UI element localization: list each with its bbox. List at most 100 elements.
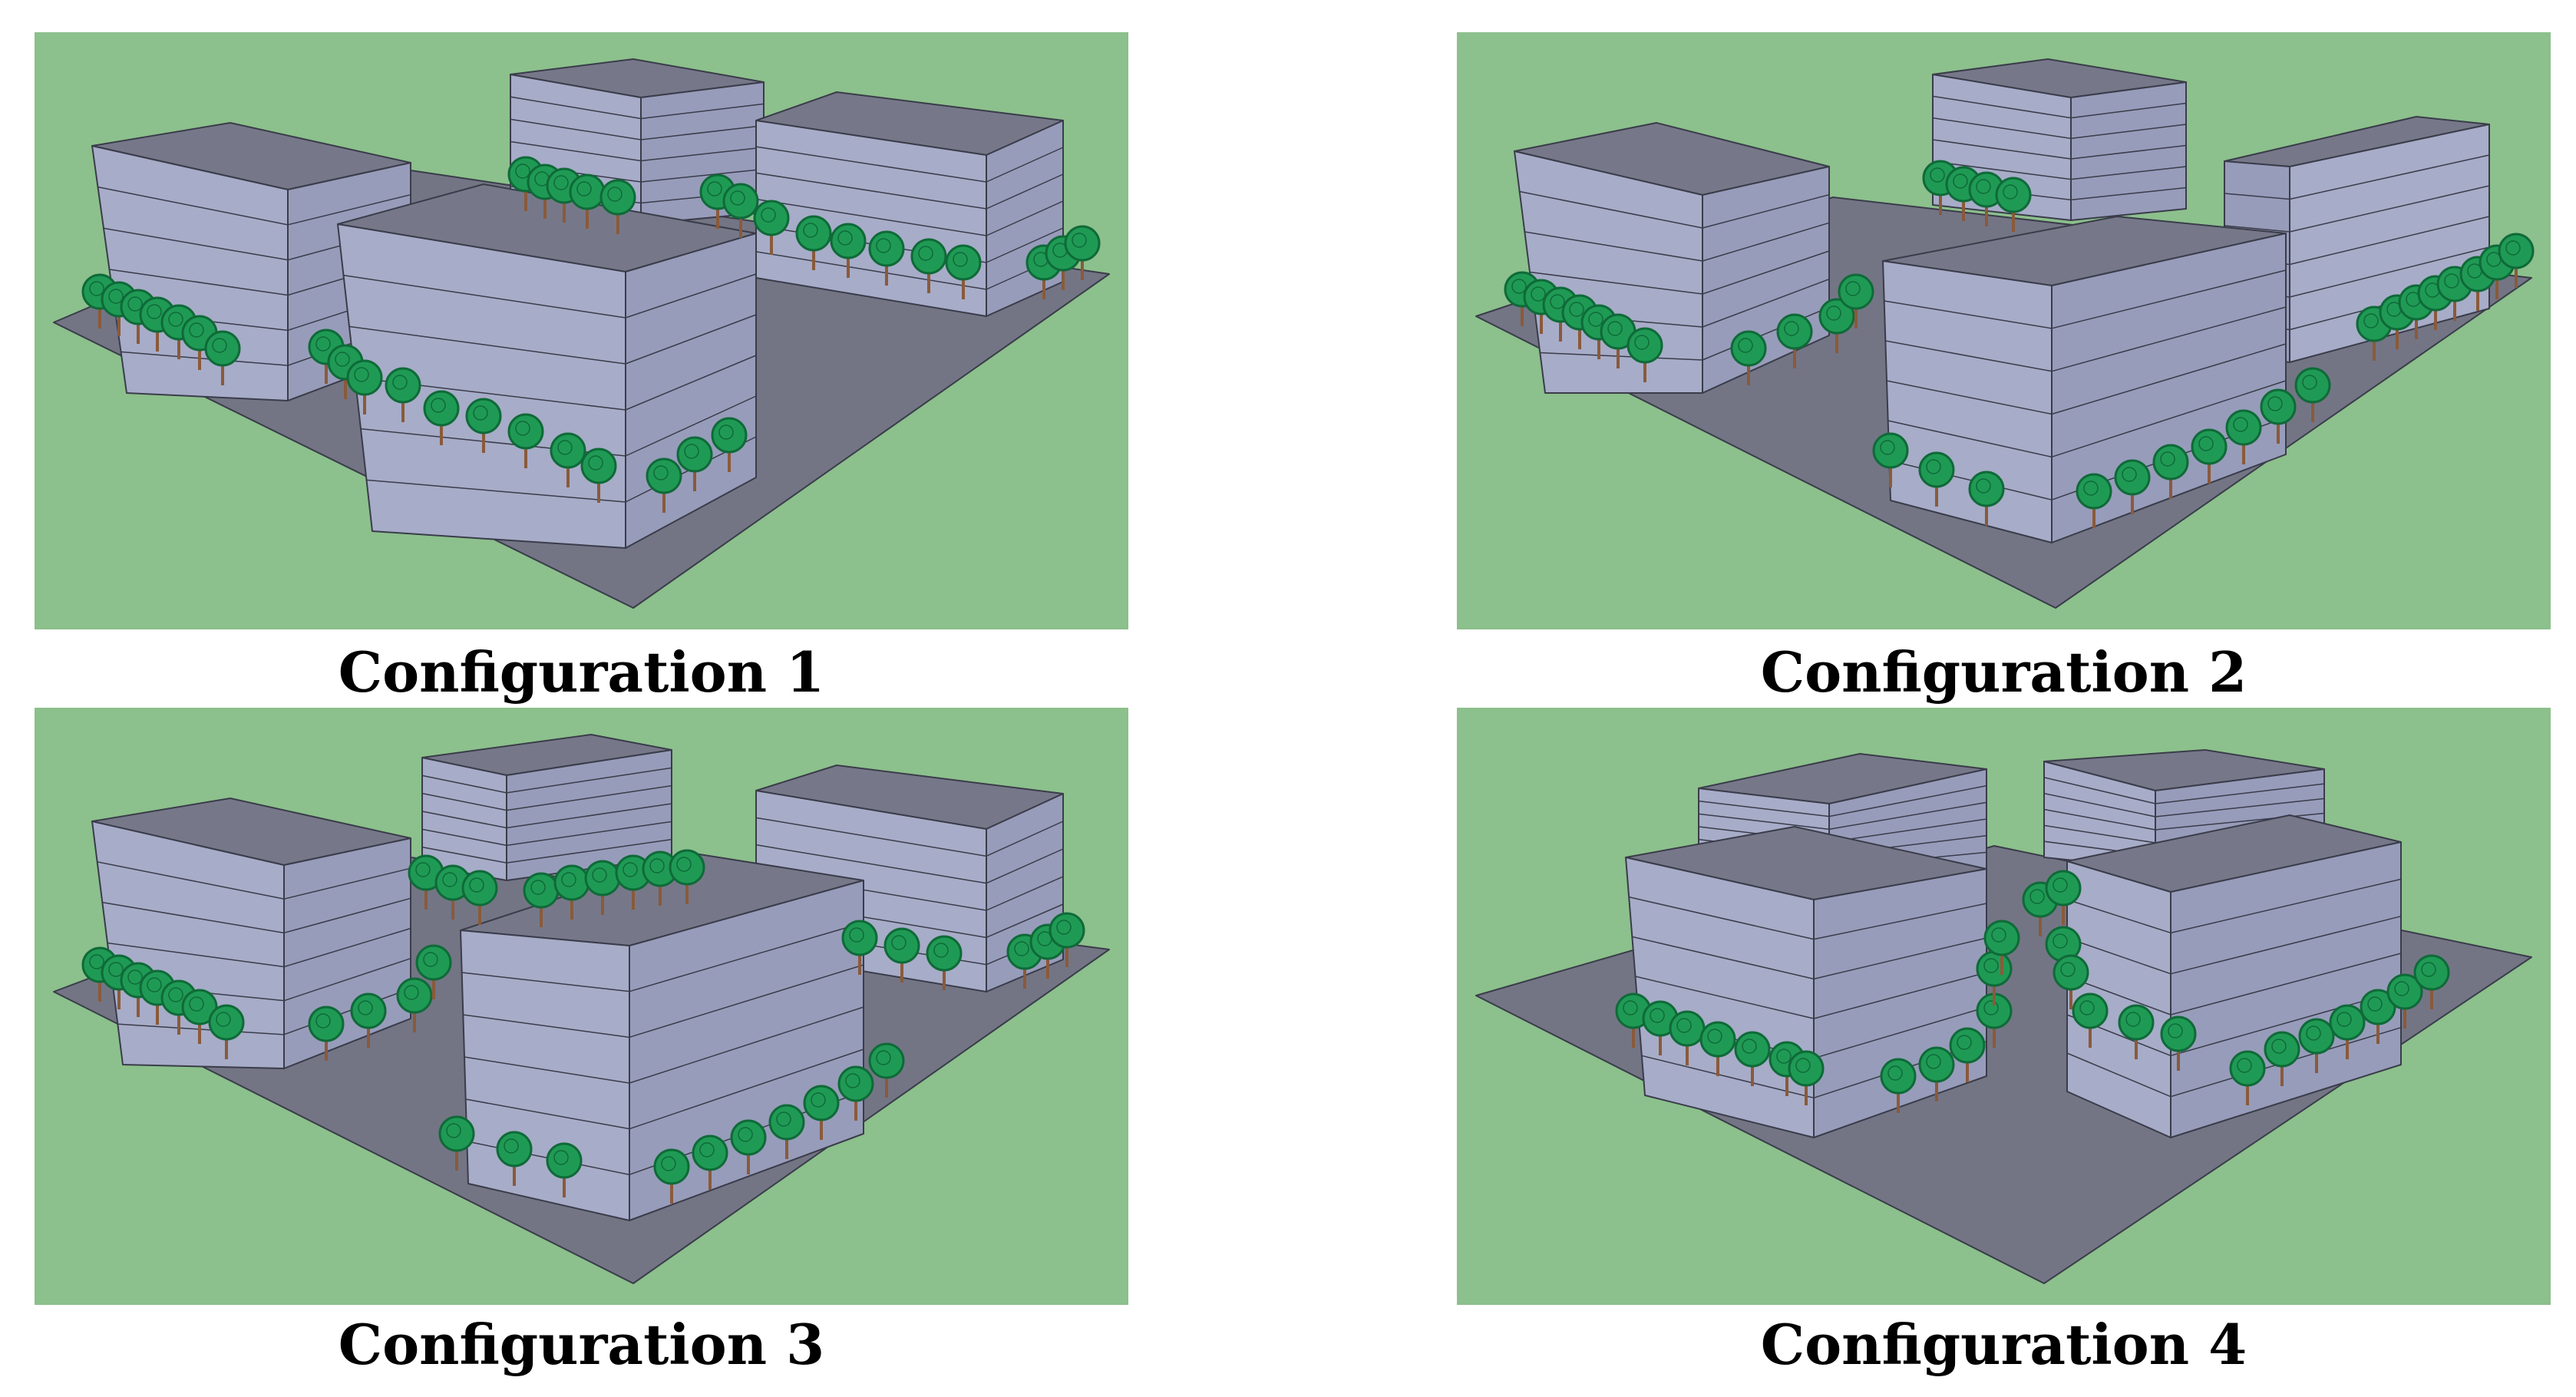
configuration-1-image [35,32,1128,629]
tree [2498,233,2535,288]
tree [1983,920,2020,975]
floor-line [1702,222,1830,262]
floor-line [986,903,1064,939]
floor-line [2043,792,2156,817]
tree [1838,273,1874,329]
floor-line [1702,278,1830,328]
tree [1615,992,1652,1048]
floor-line [2170,878,2402,934]
street-trees-1 [81,156,1101,513]
street-trees-3 [81,849,1085,1204]
tree [642,850,679,906]
tree [945,244,982,299]
floor-line [2043,824,2156,844]
tree [1627,327,1663,382]
tree [408,854,444,910]
tree [415,944,452,999]
tree [730,1119,767,1174]
floor-line [2070,187,2187,201]
floor-line [2066,937,2171,975]
floor-line [625,314,757,365]
configuration-4-image [1457,708,2551,1305]
floor-line [421,792,507,811]
floor-line [640,168,765,183]
tree [2118,1004,2155,1059]
building-front [337,183,757,549]
tree [1788,1050,1825,1105]
tree [795,215,832,270]
floor-line [510,140,642,162]
floor-line [2070,144,2187,160]
floor-line [2289,216,2490,266]
tree [1818,298,1855,353]
floor-line [366,479,626,503]
tree [1776,313,1813,368]
tree [496,1131,533,1186]
floor-line [1641,1055,1815,1099]
floor-line [2070,102,2187,119]
building-back-right [755,91,1064,317]
floor-line [625,355,757,411]
floor-line [2043,777,2156,804]
floor-line [109,269,289,296]
tree [1968,171,2005,226]
scene-2 [1457,32,2551,629]
tree [1918,451,1955,507]
tree [423,390,460,445]
tree [1064,225,1101,280]
tree [2260,388,2297,444]
floor-line [1635,976,1815,1019]
floor-line [421,811,507,829]
tree [385,367,421,422]
floor-line [1698,813,1830,831]
floor-line [1702,306,1830,361]
tree [346,359,383,414]
floor-line [755,146,987,183]
floor-line [102,901,285,934]
floor-line [2224,193,2290,200]
tree [1995,177,2032,232]
tree [2072,992,2109,1048]
floor-line [1540,352,1703,361]
tree [615,854,652,910]
floor-line [97,186,289,226]
tree [2360,989,2396,1044]
floor-line [463,1014,630,1039]
tree [580,448,617,503]
floor-line [2043,808,2156,831]
tree [1049,912,1085,967]
floor-line [1828,818,1987,843]
floor-line [986,173,1064,210]
floor-line [1702,193,1830,229]
tree [1918,1046,1955,1101]
floor-line [506,767,672,794]
floor-line [629,1049,864,1130]
tree [926,935,963,990]
tree [692,1134,728,1190]
street-trees-2 [1504,160,2535,528]
floor-line [986,848,1064,884]
tree [2229,1050,2266,1105]
caption-configuration-2: Configuration 2 [1760,639,2247,705]
tree [830,223,867,278]
tree [2076,473,2112,528]
tree [646,457,682,513]
caption-configuration-4: Configuration 4 [1760,1312,2247,1377]
tree [2152,444,2189,499]
floor-line [2170,915,2402,975]
tree [350,992,387,1048]
floor-line [97,861,285,900]
floor-line [2051,343,2287,415]
tree [546,1142,583,1197]
tree [2294,367,2331,422]
tree [2191,428,2228,484]
tree [669,849,705,904]
floor-line [506,838,672,864]
floor-line [755,172,987,210]
tree [308,1006,345,1061]
floor-line [465,1098,630,1130]
building-front-right [2066,814,2402,1138]
tree [1600,313,1636,368]
floor-line [2155,783,2325,804]
floor-line [1889,460,2053,500]
